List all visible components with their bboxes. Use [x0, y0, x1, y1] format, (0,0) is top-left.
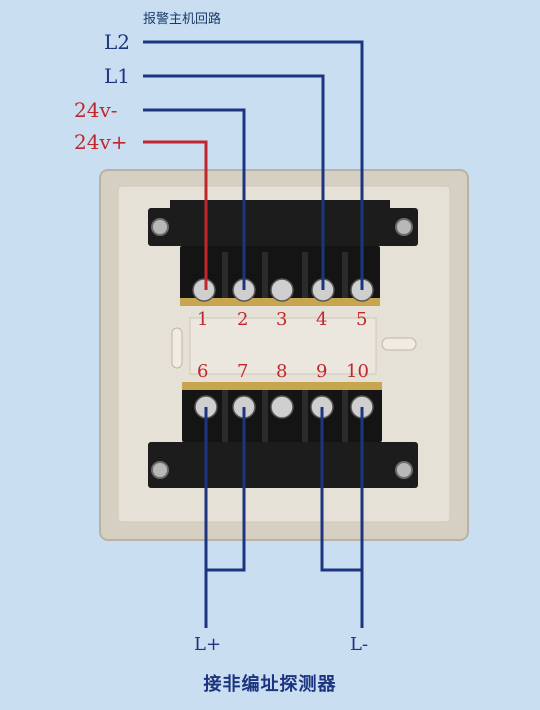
terminal-number-8: 8: [276, 361, 288, 382]
terminal-number-6: 6: [197, 361, 209, 382]
wire-l-plus-loop: [204, 407, 246, 572]
bottom-terminal-block: [148, 382, 418, 488]
screw-8: [270, 395, 294, 419]
wire-l1: [143, 74, 325, 290]
wire-label-l1: L1: [104, 64, 131, 88]
left-slot: [171, 327, 183, 369]
center-window: [189, 317, 377, 375]
mount-screw-top-right: [395, 218, 413, 236]
terminal-number-5: 5: [356, 309, 368, 330]
top-terminal-block: [148, 200, 418, 306]
terminal-number-1: 1: [197, 309, 209, 330]
terminal-number-4: 4: [316, 309, 328, 330]
wire-label-24v-plus: 24v+: [74, 130, 128, 154]
diagram-title: 接非编址探测器: [203, 674, 337, 695]
alarm-host-loop-caption: 报警主机回路: [143, 12, 222, 27]
top-terminal-ribs: [222, 252, 348, 306]
right-slot: [381, 337, 417, 351]
wire-24v-plus: [143, 140, 208, 290]
screw-1: [192, 278, 216, 302]
output-label-l-plus: L+: [194, 634, 222, 655]
mount-screw-top-left: [151, 218, 169, 236]
terminal-number-9: 9: [316, 361, 328, 382]
wire-24v-minus: [143, 108, 246, 290]
screw-3: [270, 278, 294, 302]
bottom-terminal-ribs: [222, 386, 348, 442]
wire-label-l2: L2: [104, 30, 131, 54]
mount-screw-bottom-left: [151, 461, 169, 479]
wire-l2: [143, 40, 364, 290]
wire-label-24v-minus: 24v-: [74, 98, 118, 122]
mount-screw-bottom-right: [395, 461, 413, 479]
terminal-number-2: 2: [237, 309, 249, 330]
terminal-number-7: 7: [237, 361, 249, 382]
terminal-number-3: 3: [276, 309, 288, 330]
terminal-number-10: 10: [346, 361, 369, 382]
output-label-l-minus: L-: [350, 634, 369, 655]
wire-l-minus-loop: [320, 407, 364, 572]
